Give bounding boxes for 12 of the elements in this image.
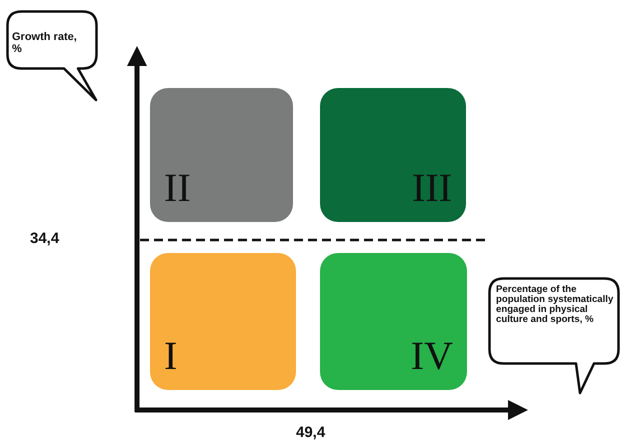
quadrant-box <box>320 88 466 222</box>
quadrant-box <box>320 253 467 390</box>
quadrant-numeral: II <box>164 168 191 208</box>
quadrant-numeral: III <box>412 168 452 208</box>
axis-title: Growth rate, % <box>12 32 78 56</box>
quadrant-box <box>150 88 293 222</box>
quadrant-numeral: I <box>164 336 178 376</box>
axis-title: Percentage of the population systematically engaged in physical culture and sports, % <box>496 285 614 326</box>
axis-value: 49,4 <box>296 424 326 441</box>
axis-value: 34,4 <box>30 230 60 247</box>
quadrant-numeral: IV <box>410 336 453 376</box>
quadrant-box <box>150 253 296 390</box>
